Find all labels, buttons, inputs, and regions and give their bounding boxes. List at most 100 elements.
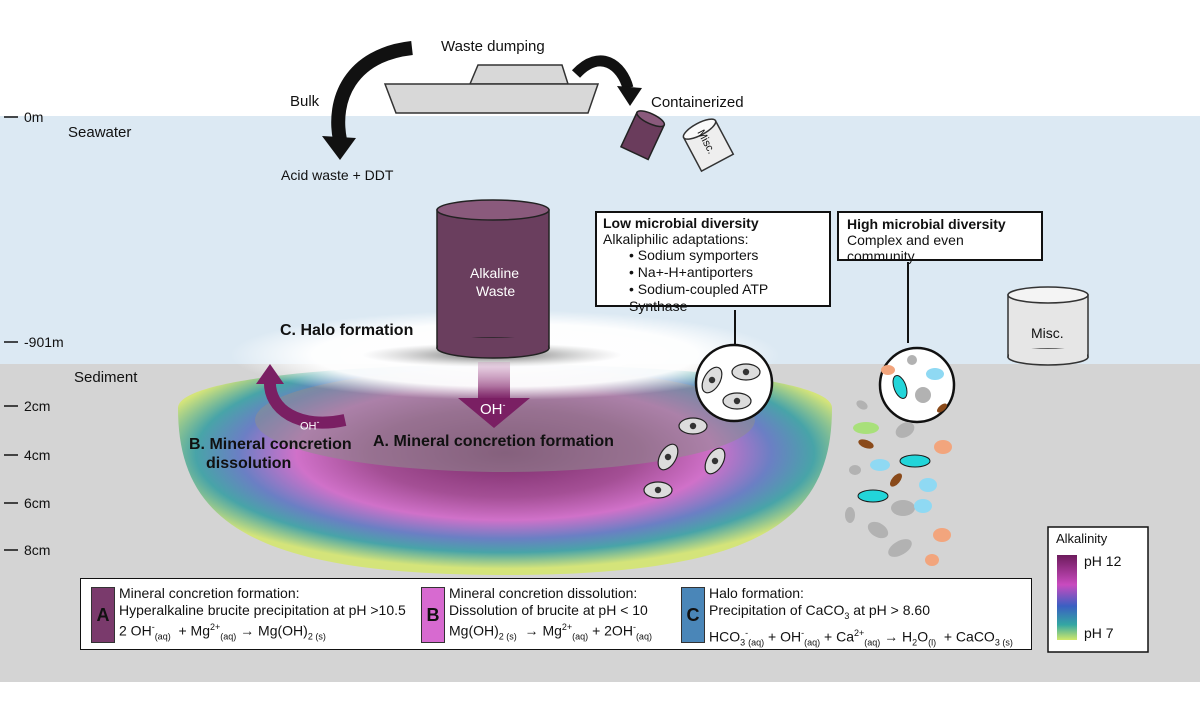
- adaptation-item: Sodium-coupled ATP Synthase: [629, 281, 823, 315]
- adaptation-item: Sodium symporters: [629, 247, 823, 264]
- legend-b-line1: Mineral concretion dissolution:: [449, 585, 638, 601]
- dissolution-arrowhead-icon: [256, 364, 284, 384]
- badge-a: A: [91, 587, 115, 643]
- misc-barrel-icon: [1007, 286, 1089, 366]
- purple-container-icon: [619, 110, 666, 161]
- high-diversity-box: High microbial diversity Complex and eve…: [837, 211, 1043, 264]
- microbe-cell-icon: [937, 403, 947, 413]
- sediment-label: Sediment: [74, 369, 138, 386]
- oh-small-text: OH: [300, 420, 317, 433]
- seawater-label: Seawater: [68, 124, 132, 141]
- microbe-cell-icon: [856, 400, 868, 410]
- alkalinity-low-label: pH 7: [1084, 625, 1114, 641]
- formation-label: A. Mineral concretion formation: [373, 433, 614, 450]
- alkalinity-high-label: pH 12: [1084, 553, 1122, 569]
- microbe-cell-icon: [891, 500, 915, 516]
- microbe-cell-icon: [858, 439, 874, 449]
- containerized-label: Containerized: [651, 94, 744, 111]
- adaptation-list: Sodium symporters Na+-H+antiporters Sodi…: [603, 247, 823, 315]
- microbe-cell-icon: [933, 528, 951, 542]
- microbe-cell-icon: [915, 387, 931, 403]
- bulk-arrow-icon: [331, 41, 413, 142]
- bulk-arrowhead-icon: [322, 136, 356, 160]
- legend-b: Mineral concretion dissolution: Dissolut…: [449, 585, 652, 645]
- microbe-cell-icon: [881, 365, 895, 375]
- legend-a-line2: Hyperalkaline brucite precipitation at p…: [119, 602, 406, 618]
- barrel-label-line1: Alkaline: [470, 265, 520, 281]
- legend-a-line1: Mineral concretion formation:: [119, 585, 300, 601]
- microbe-group: [643, 355, 952, 566]
- legend-c: Halo formation: Precipitation of CaCO3 a…: [709, 585, 1013, 651]
- dissolution-arrow-icon: [263, 379, 347, 429]
- oh-arrow-label: OH-: [480, 400, 506, 418]
- depth-tick-2: 2cm: [24, 398, 51, 414]
- microbe-cell-icon: [919, 478, 937, 492]
- depth-tick-5: 8cm: [24, 542, 51, 558]
- legend-c-line1: Halo formation:: [709, 585, 804, 601]
- low-diversity-subtitle: Alkaliphilic adaptations:: [603, 231, 749, 247]
- legend-a-line3: 2 OH-(aq) + Mg2+(aq) → Mg(OH)2 (s): [119, 622, 326, 642]
- containerized-arrowhead-icon: [617, 86, 642, 106]
- microbe-cell-icon: [899, 454, 931, 468]
- depth-tick-3: 4cm: [24, 447, 51, 463]
- microbe-cell-icon: [925, 554, 939, 566]
- legend-b-line3: Mg(OH)2 (s) → Mg2+(aq) + 2OH-(aq): [449, 622, 652, 642]
- oh-arrow-text: OH: [480, 401, 503, 418]
- microbe-cell-icon: [849, 465, 861, 475]
- depth-tick-4: 6cm: [24, 495, 51, 511]
- alkalinity-colorbar: [1057, 555, 1077, 640]
- containerized-arrow-icon: [571, 55, 634, 90]
- oh-down-arrowhead-icon: [458, 398, 530, 428]
- acid-waste-label: Acid waste + DDT: [281, 167, 394, 183]
- cell-nucleus-icon: [742, 368, 750, 376]
- microbe-cell-icon: [857, 489, 889, 503]
- microbe-cell-icon: [845, 507, 855, 523]
- legend-b-line2: Dissolution of brucite at pH < 10: [449, 602, 648, 618]
- low-diversity-title: Low microbial diversity: [603, 215, 759, 231]
- microbe-cell-icon: [870, 459, 890, 471]
- bulk-label: Bulk: [290, 93, 320, 110]
- waste-dumping-label: Waste dumping: [441, 38, 545, 55]
- microbe-cell-icon: [926, 368, 944, 380]
- cell-nucleus-icon: [654, 486, 662, 494]
- legend-c-line3: HCO3-(aq) + OH-(aq) + Ca2+(aq) → H2O(l) …: [709, 627, 1013, 648]
- alkaline-waste-barrel-icon: [436, 199, 550, 359]
- low-diversity-magnifier: [694, 343, 774, 423]
- cell-nucleus-icon: [711, 457, 719, 465]
- microbe-cell-icon: [888, 539, 912, 557]
- microbe-cell-icon: [867, 521, 889, 539]
- badge-b: B: [421, 587, 445, 643]
- halo-formation-label: C. Halo formation: [280, 322, 414, 339]
- barrel-label-line2: Waste: [476, 283, 516, 299]
- ship-icon: [383, 64, 600, 114]
- adaptation-item: Na+-H+antiporters: [629, 264, 823, 281]
- low-diversity-box: Low microbial diversity Alkaliphilic ada…: [595, 211, 831, 314]
- cell-nucleus-icon: [733, 397, 741, 405]
- oh-small-label: OH-: [300, 417, 320, 433]
- depth-tick-1: -901m: [24, 334, 64, 350]
- legend-a: Mineral concretion formation: Hyperalkal…: [119, 585, 406, 645]
- microbe-cell-icon: [853, 422, 879, 434]
- high-diversity-title: High microbial diversity: [847, 216, 1006, 232]
- microbe-cell-icon: [934, 440, 952, 454]
- microbe-cell-icon: [907, 355, 917, 365]
- oh-down-arrow-shaft: [478, 362, 510, 400]
- dissolution-label-line1: B. Mineral concretion: [189, 436, 352, 453]
- high-diversity-subtitle: Complex and even community: [847, 232, 964, 264]
- cell-nucleus-icon: [664, 453, 672, 461]
- cell-nucleus-icon: [689, 422, 697, 430]
- microbe-cell-icon: [892, 375, 908, 399]
- legend-c-line2: Precipitation of CaCO3 at pH > 8.60: [709, 602, 930, 621]
- microbe-cell-icon: [890, 473, 902, 487]
- high-diversity-magnifier: [878, 346, 956, 424]
- reaction-legend: A Mineral concretion formation: Hyperalk…: [80, 578, 1032, 650]
- misc-barrel-label: Misc.: [1031, 325, 1064, 341]
- depth-axis: [4, 116, 18, 551]
- microbe-cell-icon: [895, 422, 915, 438]
- dissolution-label-line2: dissolution: [206, 455, 292, 472]
- cell-nucleus-icon: [708, 376, 716, 384]
- microbe-cell-icon: [914, 499, 932, 513]
- badge-c: C: [681, 587, 705, 643]
- alkalinity-title: Alkalinity: [1056, 531, 1108, 546]
